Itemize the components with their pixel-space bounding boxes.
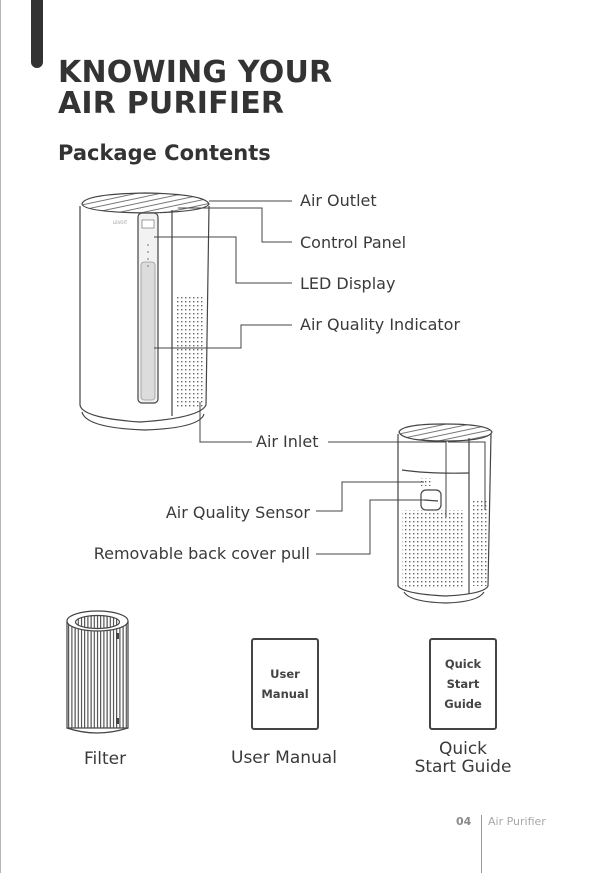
front-leader-lines	[154, 200, 292, 443]
callout-air-inlet: Air Inlet	[256, 432, 319, 451]
page-title: KNOWING YOUR AIR PURIFIER	[58, 57, 332, 119]
user-manual-booklet-icon: User Manual	[251, 638, 319, 730]
front-purifier-illustration: LEVOIT	[79, 192, 210, 431]
booklet-cover-line: Manual	[261, 687, 309, 701]
page-title-line-2: AIR PURIFIER	[58, 86, 285, 121]
booklet-cover-line: User	[270, 667, 300, 681]
item-label-user-manual: User Manual	[231, 748, 337, 768]
page-edge	[0, 0, 1, 873]
callout-air-quality-sensor: Air Quality Sensor	[165, 503, 310, 522]
footer-product-name: Air Purifier	[488, 815, 546, 828]
filter-cartridge-icon	[66, 610, 129, 734]
footer-divider	[481, 815, 482, 873]
back-leader-lines	[316, 441, 486, 555]
callout-led-display: LED Display	[300, 274, 396, 293]
callout-removable-back-cover-pull: Removable back cover pull	[93, 544, 310, 563]
callout-air-quality-indicator: Air Quality Indicator	[300, 315, 461, 334]
booklet-cover-line: Guide	[444, 697, 482, 711]
section-title: Package Contents	[58, 141, 271, 165]
callout-air-outlet: Air Outlet	[300, 191, 377, 210]
item-label-filter: Filter	[84, 749, 127, 769]
page-number: 04	[456, 815, 472, 828]
svg-text:LEVOIT: LEVOIT	[113, 220, 128, 225]
item-label-line: Start Guide	[414, 757, 512, 777]
callout-control-panel: Control Panel	[300, 233, 407, 252]
item-label-line: Quick	[438, 739, 488, 759]
quick-start-guide-booklet-icon: Quick Start Guide	[429, 638, 497, 730]
booklet-cover-line: Start	[446, 677, 480, 691]
item-label-quick-start-guide: Quick Start Guide	[408, 740, 518, 776]
booklet-cover-line: Quick	[444, 657, 482, 671]
header-accent-bar	[31, 0, 43, 68]
back-purifier-illustration	[397, 423, 493, 604]
page-title-line-1: KNOWING YOUR	[58, 55, 333, 90]
